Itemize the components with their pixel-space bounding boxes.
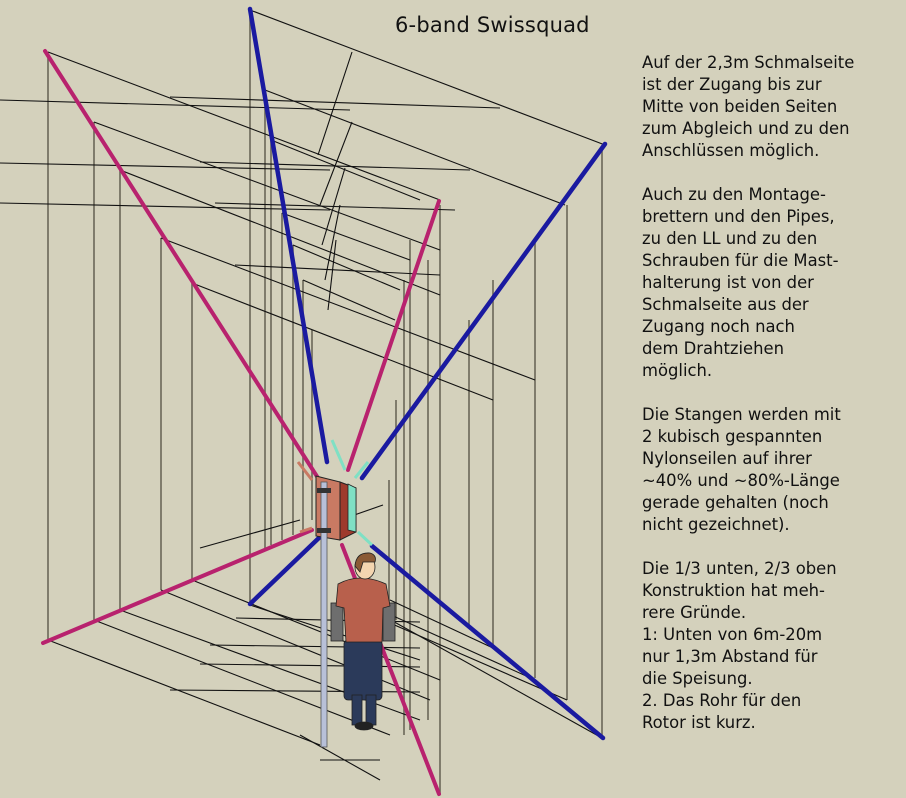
spreader-front-right-upper	[346, 199, 441, 472]
wire-elements	[0, 9, 606, 781]
spreader-front-left-lower	[41, 528, 314, 645]
note-line: Konstruktion hat meh-	[642, 581, 825, 600]
note-line: Auch zu den Montage-	[642, 185, 826, 204]
note-line: brettern und den Pipes,	[642, 207, 835, 226]
hub	[296, 439, 374, 547]
note-line: Nylonseilen auf ihrer	[642, 449, 812, 468]
note-line: Die Stangen werden mit	[642, 405, 841, 424]
note-line: Schrauben für die Mast-	[642, 251, 839, 270]
note-line: nicht gezeichnet).	[642, 515, 790, 534]
spreader-rear-right-lower	[369, 543, 606, 741]
note-line: 2 kubisch gespannten	[642, 427, 823, 446]
note-line: Rotor ist kurz.	[642, 713, 756, 732]
note-line: halterung ist von der	[642, 273, 814, 292]
note-line: Anschlüssen möglich.	[642, 141, 820, 160]
note-line: ist der Zugang bis zur	[642, 75, 822, 94]
notes-paragraph: Die 1/3 unten, 2/3 oben Konstruktion hat…	[642, 558, 904, 734]
note-line: ~40% und ~80%-Länge	[642, 471, 840, 490]
spreader-rear-left-upper	[247, 6, 330, 465]
notes-paragraph: Die Stangen werden mit 2 kubisch gespann…	[642, 404, 904, 536]
note-line: zu den LL und zu den	[642, 229, 818, 248]
notes-paragraph: Auch zu den Montage- brettern und den Pi…	[642, 184, 904, 382]
note-line: 2. Das Rohr für den	[642, 691, 802, 710]
note-line: rere Gründe.	[642, 603, 747, 622]
rear-spreaders	[247, 6, 608, 741]
note-line: Die 1/3 unten, 2/3 oben	[642, 559, 837, 578]
note-line: gerade gehalten (noch	[642, 493, 829, 512]
note-line: zum Abgleich und zu den	[642, 119, 850, 138]
note-line: Auf der 2,3m Schmalseite	[642, 53, 855, 72]
note-line: 1: Unten von 6m-20m	[642, 625, 823, 644]
note-line: Schmalseite aus der	[642, 295, 809, 314]
spreader-front-left-upper	[43, 49, 320, 480]
notes-panel: Auf der 2,3m Schmalseite ist der Zugang …	[642, 52, 904, 756]
note-line: Mitte von beiden Seiten	[642, 97, 838, 116]
spreader-rear-left-lower	[247, 532, 325, 607]
note-line: dem Drahtziehen	[642, 339, 784, 358]
person	[330, 552, 396, 731]
note-line: möglich.	[642, 361, 713, 380]
notes-paragraph: Auf der 2,3m Schmalseite ist der Zugang …	[642, 52, 904, 162]
spreader-rear-right-upper	[359, 141, 608, 481]
page-title: 6-band Swissquad	[395, 13, 590, 37]
note-line: die Speisung.	[642, 669, 753, 688]
note-line: nur 1,3m Abstand für	[642, 647, 818, 666]
mast	[317, 481, 331, 748]
note-line: Zugang noch nach	[642, 317, 795, 336]
